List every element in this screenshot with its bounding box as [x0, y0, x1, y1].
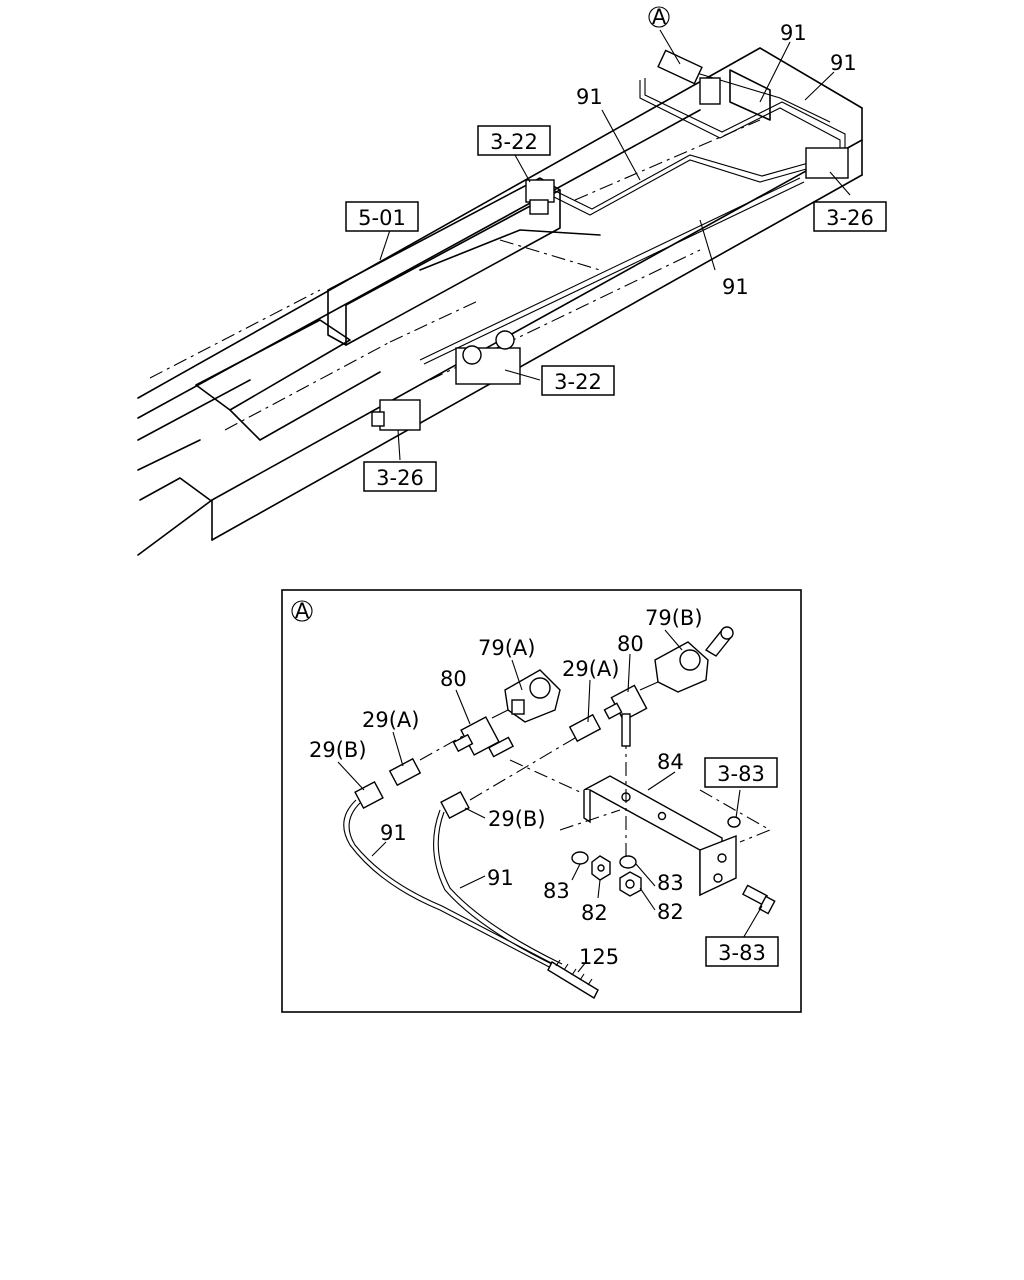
- bolt-3-83: [741, 884, 776, 915]
- chassis-frame: [137, 47, 863, 556]
- label-29b-left: 29(B): [309, 738, 367, 762]
- valve-79b: [639, 626, 734, 693]
- detail-leaders: [337, 629, 763, 973]
- pipe-label-91-b: 91: [830, 51, 857, 75]
- ref-3-26-right-text: 3-26: [826, 206, 874, 230]
- ref-3-83-bottom-text: 3-83: [718, 941, 766, 965]
- washer-83-upper: [727, 816, 741, 828]
- tee-fitting-80-left: [452, 716, 515, 758]
- label-80-left: 80: [440, 667, 467, 691]
- detail-a-frame: [281, 589, 802, 1013]
- ref-box-3-26-left: 3-26: [363, 461, 437, 492]
- ref-box-3-83-top: 3-83: [704, 757, 778, 788]
- label-29a-right: 29(A): [562, 657, 619, 681]
- callout-a-top: A: [648, 5, 670, 29]
- valve-assemblies: [371, 49, 849, 431]
- nut-82-right: [619, 871, 642, 897]
- ref-box-3-83-bottom: 3-83: [705, 936, 779, 967]
- label-125: 125: [579, 945, 619, 969]
- ref-3-83-top-text: 3-83: [717, 762, 765, 786]
- ref-3-22-top-text: 3-22: [490, 130, 538, 154]
- ref-box-3-22-top: 3-22: [477, 125, 551, 156]
- fitting-29a-right: [568, 713, 602, 743]
- callout-a-letter: A: [652, 5, 667, 29]
- pipe-label-91-c: 91: [576, 85, 603, 109]
- label-91-left: 91: [380, 821, 407, 845]
- label-79a: 79(A): [478, 636, 535, 660]
- washer-83-right: [619, 855, 637, 869]
- pipes-91-detail: [343, 799, 563, 971]
- fitting-29b-left: [354, 780, 384, 810]
- tee-fitting-80-right: [603, 684, 648, 747]
- hose-125: [547, 959, 599, 999]
- label-83-right: 83: [657, 871, 684, 895]
- washer-83-left: [571, 851, 589, 865]
- label-80-right: 80: [617, 632, 644, 656]
- fitting-29a-left: [388, 757, 422, 787]
- valve-79a: [491, 669, 561, 723]
- label-82-right: 82: [657, 900, 684, 924]
- bracket-84: [559, 775, 772, 897]
- ref-box-3-22-mid: 3-22: [541, 365, 615, 396]
- callout-a-detail: A: [291, 599, 313, 623]
- ref-box-3-26-right: 3-26: [813, 201, 887, 232]
- label-91-right: 91: [487, 866, 514, 890]
- nut-82-left: [591, 855, 611, 881]
- fitting-29b-right: [440, 790, 470, 820]
- ref-3-22-mid-text: 3-22: [554, 370, 602, 394]
- pipe-label-91-d: 91: [722, 275, 749, 299]
- brake-pipes: [419, 61, 846, 365]
- ref-3-26-left-text: 3-26: [376, 466, 424, 490]
- label-29a-left: 29(A): [362, 708, 419, 732]
- label-29b-right: 29(B): [488, 807, 546, 831]
- label-84: 84: [657, 750, 684, 774]
- ref-5-01-text: 5-01: [358, 206, 406, 230]
- label-79b: 79(B): [645, 606, 703, 630]
- label-83-left: 83: [543, 879, 570, 903]
- detail-callout-letter: A: [295, 599, 310, 623]
- ref-box-5-01: 5-01: [345, 201, 419, 232]
- upper-leaders: [379, 29, 851, 461]
- pipe-label-91-a: 91: [780, 21, 807, 45]
- label-82-left: 82: [581, 901, 608, 925]
- detail-center-lines: [419, 731, 627, 870]
